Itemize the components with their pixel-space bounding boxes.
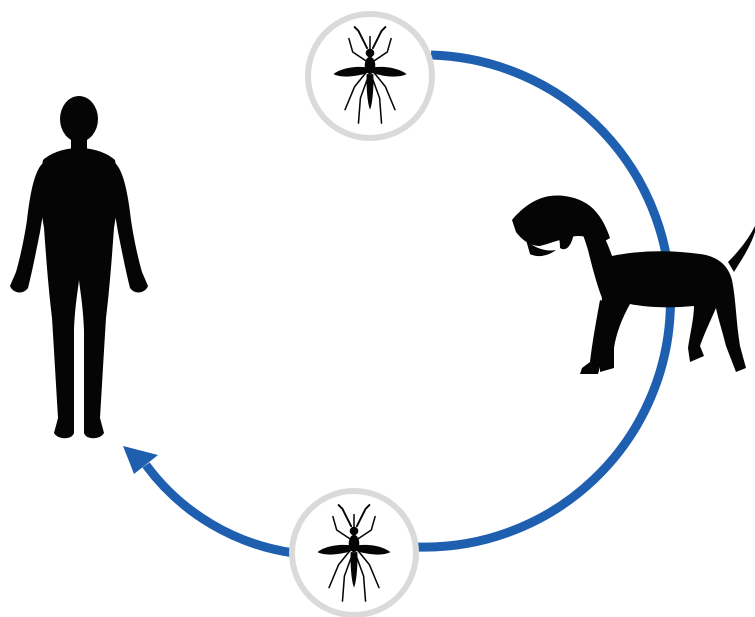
- human-silhouette-icon: [10, 96, 148, 438]
- mosquito-bottom-node: [292, 491, 416, 615]
- arc-lower-left: [146, 465, 294, 553]
- dog-silhouette-icon: [512, 195, 755, 374]
- mosquito-top-node: [308, 14, 432, 138]
